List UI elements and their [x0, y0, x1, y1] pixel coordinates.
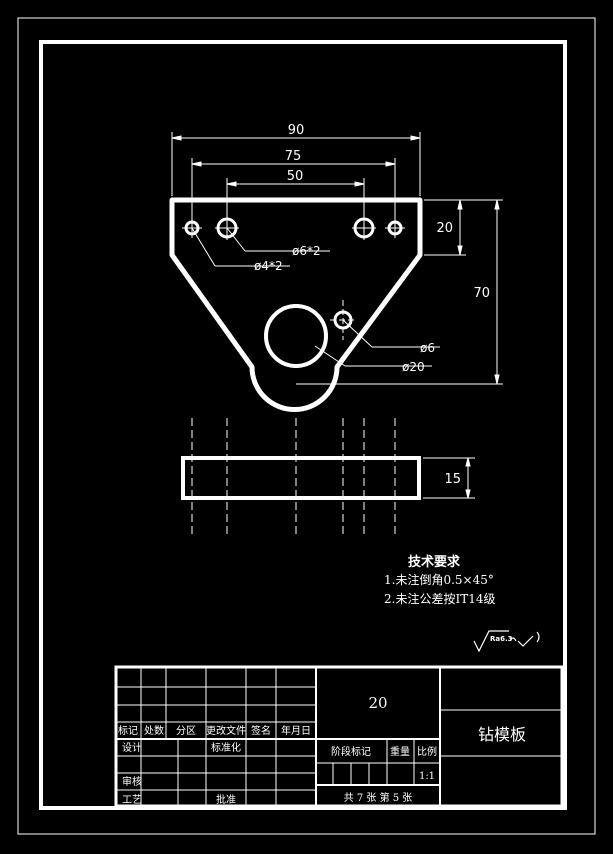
tech-heading: 技术要求	[408, 554, 461, 570]
title-block-text: 标记 处数 分区 更改文件 签名 年月日 设计 标准化 审核 工艺 批准 20 …	[118, 694, 526, 806]
tb-approve: 批准	[216, 793, 236, 806]
top-view: 90 75 50 20 70 ø4*2 ø6*2 ø6 ø20	[169, 123, 503, 412]
dim-20: 20	[436, 221, 453, 236]
plate-side	[181, 456, 421, 500]
front-view: 15	[181, 418, 475, 534]
tech-line-2: 2.未注公差按IT14级	[384, 591, 495, 606]
callout-small-holes: ø4*2	[254, 259, 283, 273]
roughness-symbol	[473, 630, 540, 653]
roughness-value: Ra6.3	[490, 635, 513, 643]
tech-line-1: 1.未注倒角0.5×45°	[384, 572, 494, 587]
dim-15: 15	[444, 472, 461, 487]
tb-label-sign: 签名	[251, 724, 271, 737]
tb-process: 工艺	[122, 794, 142, 806]
tb-stage-mark: 阶段标记	[331, 745, 371, 758]
callout-main-hole: ø20	[402, 360, 425, 374]
dim-75: 75	[285, 149, 302, 164]
tb-review: 审核	[122, 775, 142, 788]
tb-standardize: 标准化	[211, 741, 241, 754]
tb-label-zone: 分区	[176, 725, 196, 737]
tb-label-change-doc: 更改文件	[206, 724, 246, 737]
tb-label-count: 处数	[144, 724, 164, 737]
tb-scale-value: 1:1	[419, 771, 435, 782]
dim-70: 70	[473, 286, 490, 301]
drawing-border	[39, 40, 567, 810]
tb-scale-label: 比例	[417, 745, 437, 758]
tech-requirements: 技术要求 1.未注倒角0.5×45° 2.未注公差按IT14级	[384, 554, 495, 606]
title-block	[114, 665, 564, 808]
plate-outline	[169, 197, 423, 412]
tb-part-name: 钻模板	[478, 725, 526, 744]
tb-quantity-code: 20	[368, 694, 387, 712]
main-hole	[264, 304, 328, 368]
callout-pin-hole: ø6	[420, 341, 435, 355]
tb-sheets: 共 7 张 第 5 张	[344, 791, 413, 804]
tb-label-date: 年月日	[281, 724, 311, 737]
callout-medium-holes: ø6*2	[292, 244, 321, 258]
dim-90: 90	[288, 123, 305, 138]
tb-weight: 重量	[390, 745, 410, 758]
tb-label-mark: 标记	[118, 725, 138, 737]
outer-frame	[17, 17, 596, 835]
tb-design: 设计	[122, 741, 142, 754]
dim-50: 50	[287, 169, 304, 184]
